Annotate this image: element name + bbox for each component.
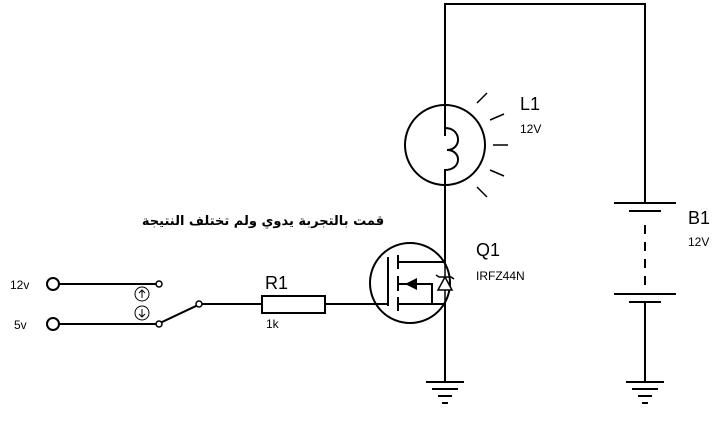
resistor-r1 [201,295,389,314]
resistor-value-label: 1k [266,317,280,331]
mosfet-ref-label: Q1 [476,240,500,260]
spdt-switch[interactable] [155,280,203,328]
lamp-value-label: 12V [520,122,541,136]
lamp-ref-label: L1 [520,94,540,114]
lamp-l1 [404,92,508,198]
ground-symbol-mosfet [426,319,464,404]
battery-b1 [614,202,676,311]
supply-wiring [444,3,646,381]
battery-value-label: 12V [688,235,709,249]
input-5v-label: 5v [14,318,27,332]
battery-ref-label: B1 [688,208,710,228]
resistor-ref-label: R1 [265,273,288,293]
mosfet-q1 [369,239,455,324]
ground-symbol-battery [626,381,664,404]
input-terminals [46,277,157,331]
mosfet-part-label: IRFZ44N [476,269,525,283]
input-12v-label: 12v [10,278,29,292]
switch-up-arrow-icon[interactable] [134,286,150,302]
switch-down-arrow-icon[interactable] [134,305,150,321]
annotation-text: قمت بالتجربة يدوي ولم تختلف النتيجة [142,214,384,229]
